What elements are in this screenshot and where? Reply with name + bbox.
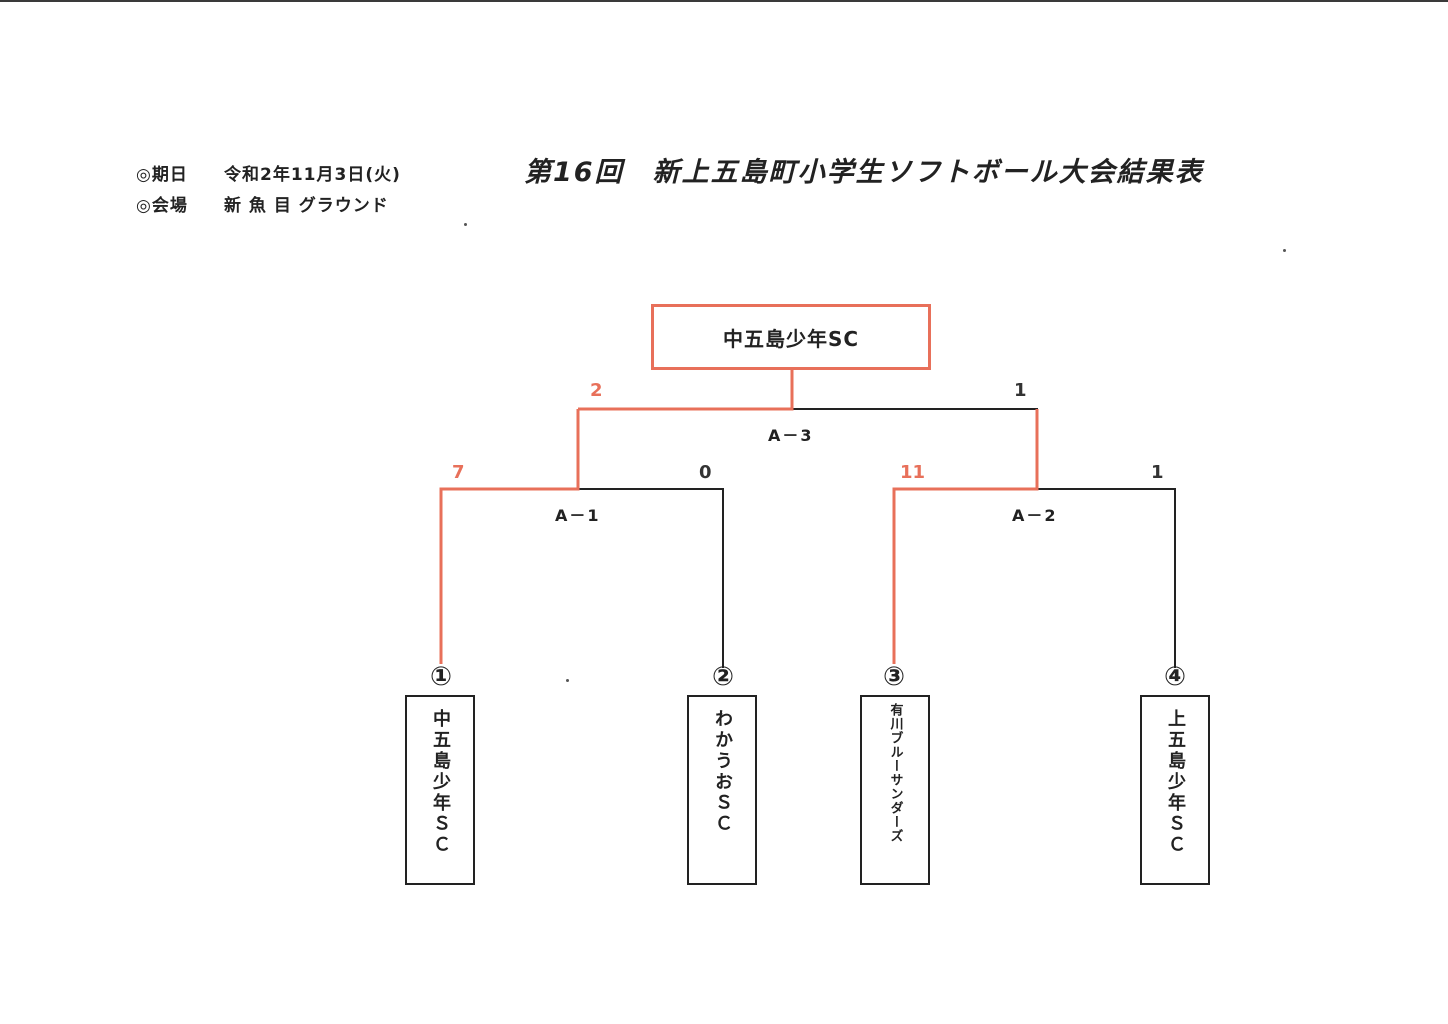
a1-right-score: 0 [699, 462, 712, 483]
date-row: ◎期日 令和2年11月3日(火) [136, 160, 401, 185]
line-a2-winner [892, 409, 1039, 664]
line-a2-loser [1037, 488, 1176, 668]
venue-row: ◎会場 新 魚 目 グラウンド [136, 191, 389, 216]
a1-left-score: 7 [452, 462, 465, 483]
team-box-1: 中五島少年ＳＣ [405, 695, 475, 885]
a3-left-score: 2 [590, 380, 603, 401]
team-box-2: わかうおＳＣ [687, 695, 757, 885]
a2-left-score: 11 [900, 462, 926, 483]
scan-speck [464, 223, 467, 226]
seed-1: ① [429, 662, 452, 692]
team-name-1: 中五島少年ＳＣ [430, 709, 451, 856]
match-label-a2: A－2 [1012, 506, 1058, 525]
line-a3-loser [792, 408, 1038, 430]
date-label: ◎期日 [136, 165, 188, 185]
a3-right-score: 1 [1014, 380, 1027, 401]
team-name-4: 上五島少年ＳＣ [1165, 709, 1186, 856]
scan-speck [566, 679, 569, 682]
top-border-line [0, 0, 1448, 2]
line-a1-winner [439, 409, 580, 664]
team-box-4: 上五島少年ＳＣ [1140, 695, 1210, 885]
seed-4: ④ [1163, 662, 1186, 692]
line-a3-winner [578, 367, 794, 411]
date-value: 令和2年11月3日(火) [224, 165, 401, 185]
seed-3: ③ [882, 662, 905, 692]
champion-box: 中五島少年SC [651, 304, 931, 370]
team-box-3: 有川ブルーサンダーズ [860, 695, 930, 885]
page-title: 第16回 新上五島町小学生ソフトボール大会結果表 [524, 157, 1204, 188]
a2-right-score: 1 [1151, 462, 1164, 483]
match-label-a1: A－1 [555, 506, 601, 525]
venue-value: 新 魚 目 グラウンド [224, 196, 389, 216]
seed-2: ② [711, 662, 734, 692]
match-label-a3: A－3 [768, 426, 814, 445]
champion-name: 中五島少年SC [722, 326, 860, 351]
line-a1-loser [578, 488, 724, 668]
scan-speck [1283, 249, 1286, 252]
venue-label: ◎会場 [136, 196, 188, 216]
team-name-3: 有川ブルーサンダーズ [887, 703, 903, 843]
team-name-2: わかうおＳＣ [712, 709, 733, 835]
